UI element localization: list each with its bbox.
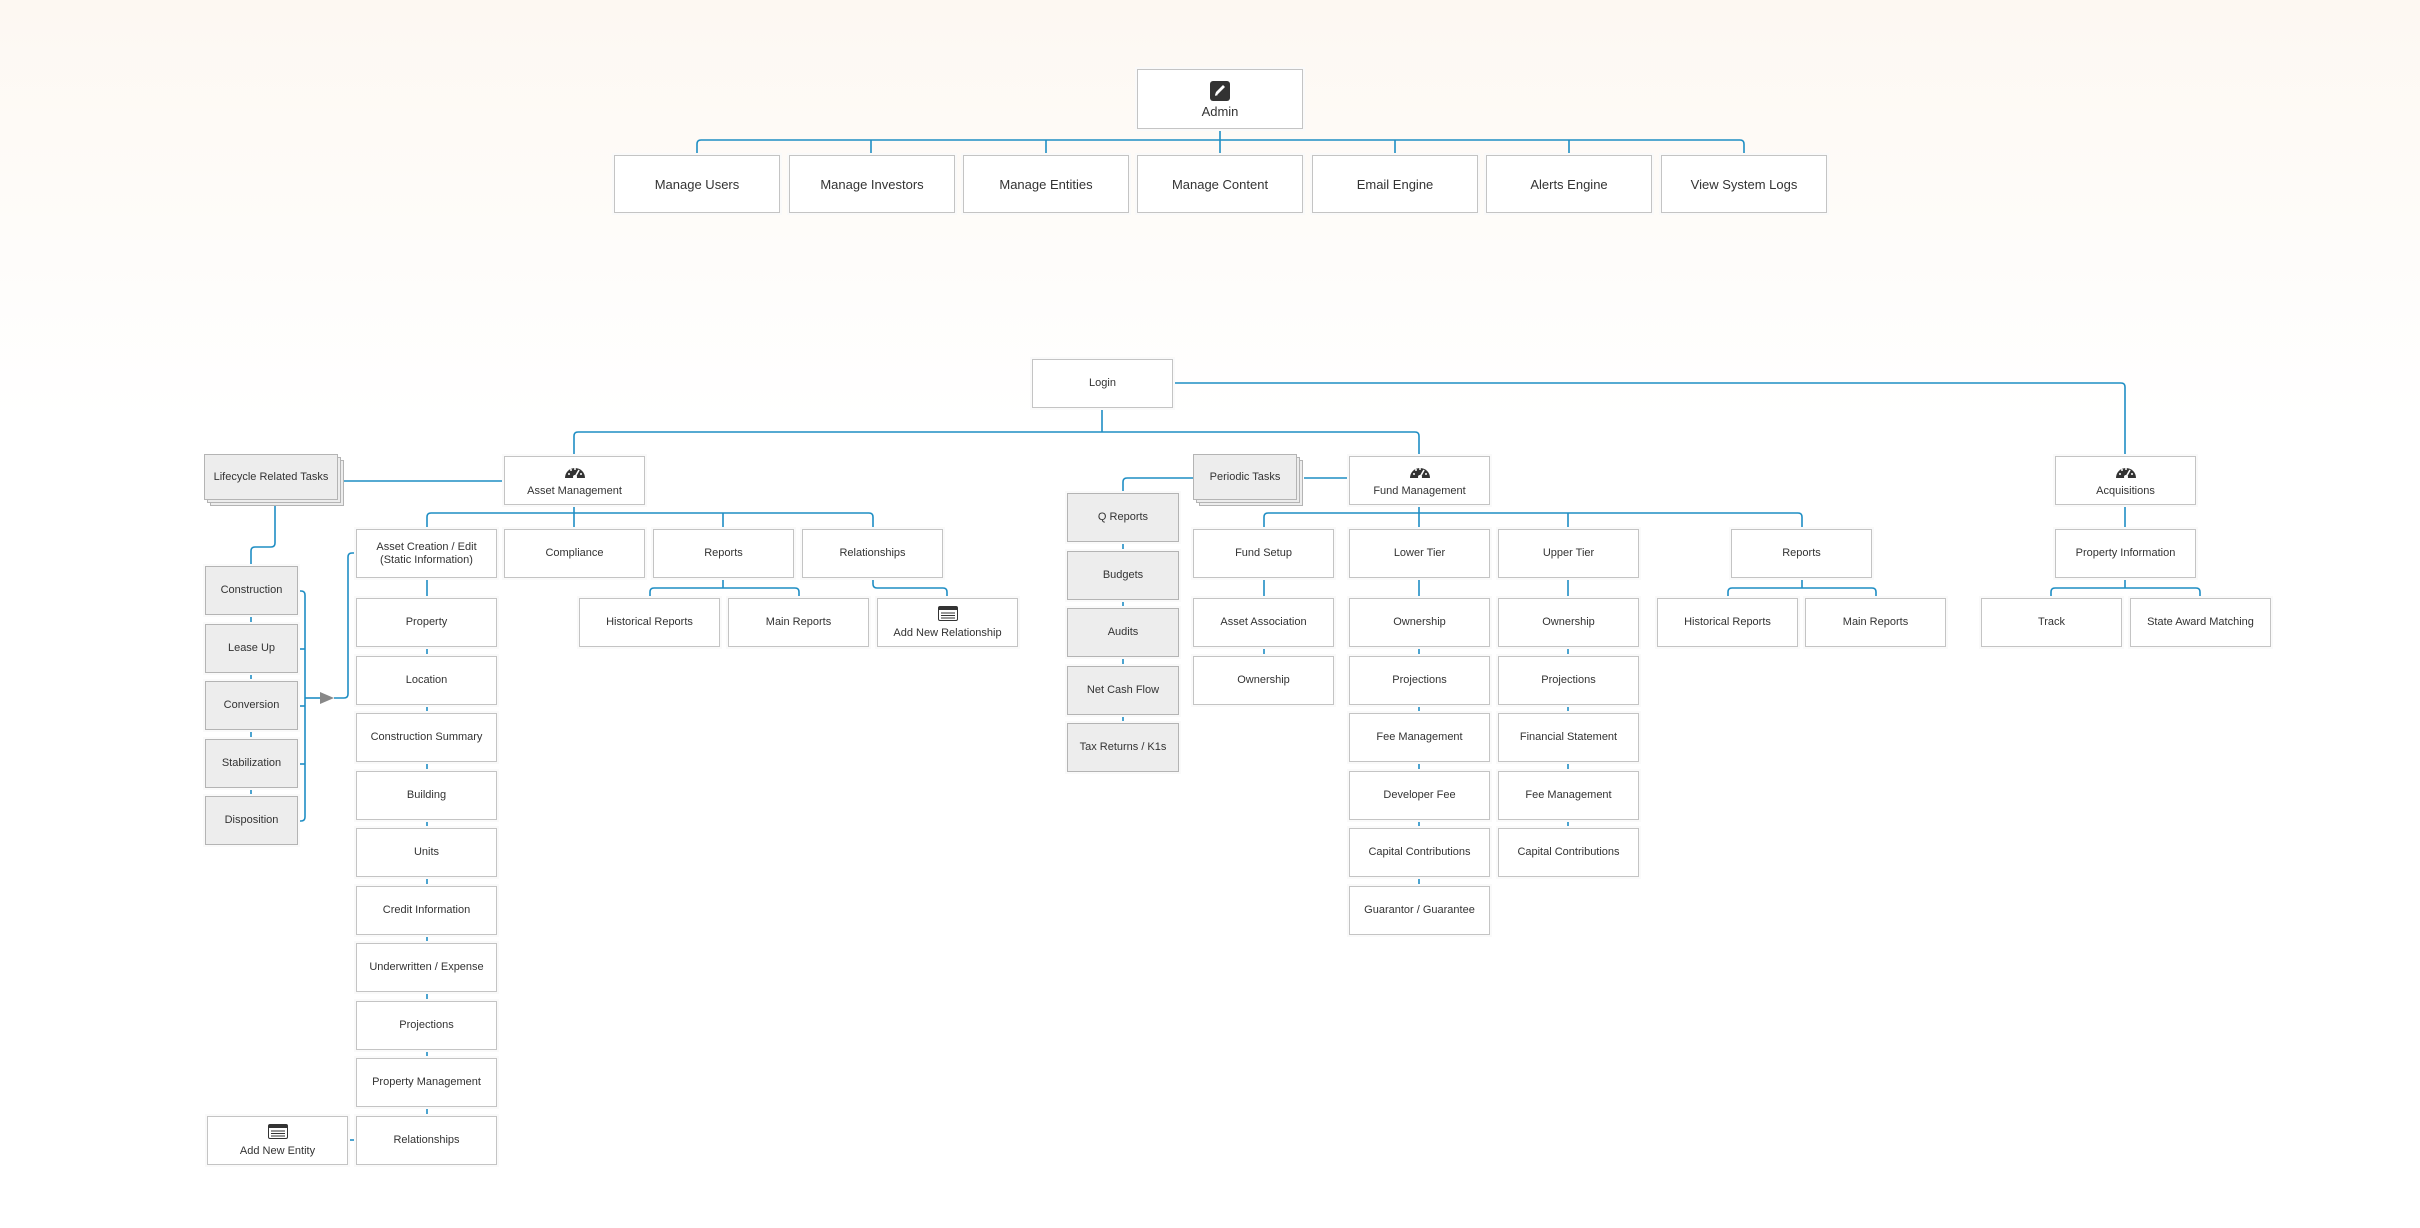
lower-tier-node[interactable]: Lower Tier [1349,529,1490,578]
dashboard-gauge-icon [564,464,586,483]
lower-tier-developer-fee-node[interactable]: Developer Fee [1349,771,1490,820]
lifecycle-stabilization-node[interactable]: Stabilization [205,739,298,788]
asset-reports-node[interactable]: Reports [653,529,794,578]
acquisitions-label: Acquisitions [2096,484,2155,497]
asset-reports-bus-line [649,587,800,598]
dashboard-gauge-icon [1409,464,1431,483]
view-system-logs-node[interactable]: View System Logs [1661,155,1827,213]
lifecycle-conversion-node[interactable]: Conversion [205,681,298,730]
acquisitions-node[interactable]: Acquisitions [2055,456,2196,505]
compliance-node[interactable]: Compliance [504,529,645,578]
relationships-node[interactable]: Relationships [802,529,943,578]
audits-node[interactable]: Audits [1067,608,1179,657]
dashboard-gauge-icon [2115,464,2137,483]
budgets-node[interactable]: Budgets [1067,551,1179,600]
login-bus-line [573,431,1420,456]
lower-tier-guarantor-guarantee-node[interactable]: Guarantor / Guarantee [1349,886,1490,935]
form-window-icon [937,605,958,625]
lower-tier-fee-management-node[interactable]: Fee Management [1349,713,1490,762]
asset-construction-summary-node[interactable]: Construction Summary [356,713,497,762]
fund-historical-reports-node[interactable]: Historical Reports [1657,598,1798,647]
periodic-tasks-node[interactable]: Periodic Tasks [1193,454,1297,500]
q-reports-node[interactable]: Q Reports [1067,493,1179,542]
lifecycle-related-tasks-node[interactable]: Lifecycle Related Tasks [204,454,338,500]
fund-setup-ownership-node[interactable]: Ownership [1193,656,1334,705]
fund-management-node[interactable]: Fund Management [1349,456,1490,505]
relationships-link-line [872,578,948,598]
property-information-node[interactable]: Property Information [2055,529,2196,578]
add-new-entity-label: Add New Entity [239,1144,316,1157]
upper-tier-capital-contributions-node[interactable]: Capital Contributions [1498,828,1639,877]
admin-label: Admin [1201,103,1239,119]
manage-investors-node[interactable]: Manage Investors [789,155,955,213]
manage-entities-node[interactable]: Manage Entities [963,155,1129,213]
fund-main-reports-node[interactable]: Main Reports [1805,598,1946,647]
lower-tier-ownership-node[interactable]: Ownership [1349,598,1490,647]
pencil-square-icon [1209,80,1231,103]
manage-users-node[interactable]: Manage Users [614,155,780,213]
asset-units-node[interactable]: Units [356,828,497,877]
form-window-icon [267,1123,288,1143]
login-to-acquisitions-line [1173,382,2126,456]
asset-property-management-node[interactable]: Property Management [356,1058,497,1107]
lifecycle-arrow-head [320,692,334,704]
upper-tier-fee-management-node[interactable]: Fee Management [1498,771,1639,820]
asset-creation-edit-node[interactable]: Asset Creation / Edit (Static Informatio… [356,529,497,578]
add-new-entity-node[interactable]: Add New Entity [207,1116,348,1165]
manage-content-node[interactable]: Manage Content [1137,155,1303,213]
upper-tier-ownership-node[interactable]: Ownership [1498,598,1639,647]
fund-management-bus-line [1263,512,1803,529]
asset-historical-reports-node[interactable]: Historical Reports [579,598,720,647]
asset-management-bus-line [426,512,874,529]
asset-main-reports-node[interactable]: Main Reports [728,598,869,647]
net-cash-flow-node[interactable]: Net Cash Flow [1067,666,1179,715]
add-new-relationship-label: Add New Relationship [893,626,1002,639]
periodic-tasks-to-items-line [1122,477,1193,493]
lifecycle-construction-node[interactable]: Construction [205,566,298,615]
track-node[interactable]: Track [1981,598,2122,647]
asset-management-label: Asset Management [527,484,622,497]
upper-tier-projections-node[interactable]: Projections [1498,656,1639,705]
upper-tier-financial-statement-node[interactable]: Financial Statement [1498,713,1639,762]
alerts-engine-node[interactable]: Alerts Engine [1486,155,1652,213]
asset-location-node[interactable]: Location [356,656,497,705]
login-node[interactable]: Login [1032,359,1173,408]
asset-creation-bracket-line [334,552,356,699]
fund-reports-node[interactable]: Reports [1731,529,1872,578]
admin-node[interactable]: Admin [1137,69,1303,129]
asset-association-node[interactable]: Asset Association [1193,598,1334,647]
lower-tier-projections-node[interactable]: Projections [1349,656,1490,705]
lifecycle-to-stages-line [250,506,276,566]
asset-management-node[interactable]: Asset Management [504,456,645,505]
lower-tier-capital-contributions-node[interactable]: Capital Contributions [1349,828,1490,877]
asset-building-node[interactable]: Building [356,771,497,820]
upper-tier-node[interactable]: Upper Tier [1498,529,1639,578]
tax-returns-k1s-node[interactable]: Tax Returns / K1s [1067,723,1179,772]
fund-management-label: Fund Management [1373,484,1466,497]
fund-setup-node[interactable]: Fund Setup [1193,529,1334,578]
asset-property-node[interactable]: Property [356,598,497,647]
property-information-bus-line [2050,587,2201,598]
state-award-matching-node[interactable]: State Award Matching [2130,598,2271,647]
lifecycle-lease-up-node[interactable]: Lease Up [205,624,298,673]
asset-relationships-node[interactable]: Relationships [356,1116,497,1165]
asset-credit-information-node[interactable]: Credit Information [356,886,497,935]
email-engine-node[interactable]: Email Engine [1312,155,1478,213]
asset-projections-node[interactable]: Projections [356,1001,497,1050]
lifecycle-disposition-node[interactable]: Disposition [205,796,298,845]
asset-underwritten-expense-node[interactable]: Underwritten / Expense [356,943,497,992]
add-new-relationship-node[interactable]: Add New Relationship [877,598,1018,647]
fund-reports-bus-line [1727,587,1877,598]
